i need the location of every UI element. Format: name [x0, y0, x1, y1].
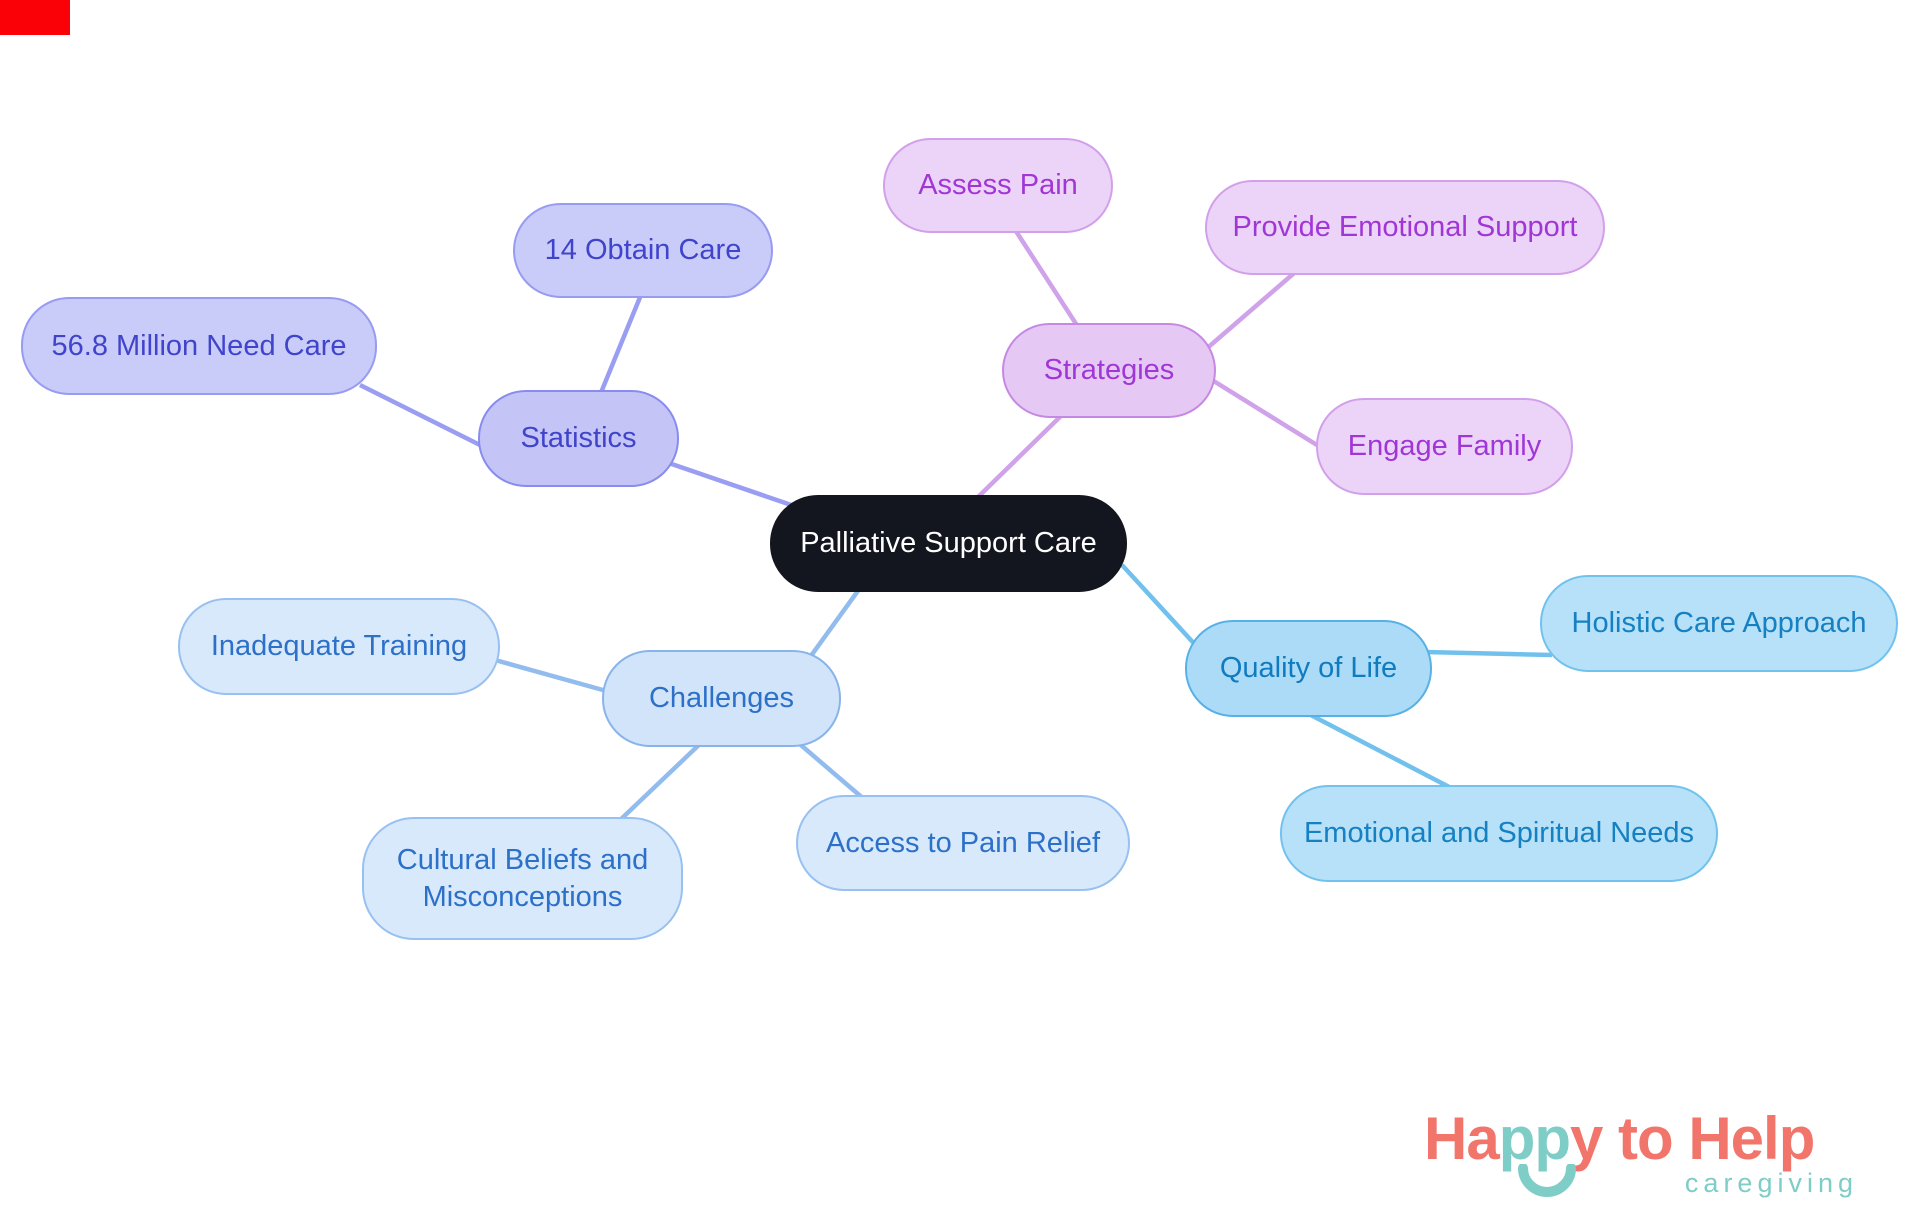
- edge-challenges-cultural-beliefs: [616, 740, 704, 824]
- node-emotional-and-spiritual-needs[interactable]: Emotional and Spiritual Needs: [1280, 785, 1718, 882]
- edge-center-challenges: [806, 586, 862, 662]
- node-label: 14 Obtain Care: [544, 234, 742, 267]
- node-holistic-care-approach[interactable]: Holistic Care Approach: [1540, 575, 1898, 672]
- edge-strategies-emotional-support: [1203, 266, 1302, 352]
- node-label: Access to Pain Relief: [825, 826, 1100, 859]
- node-provide-emotional-support[interactable]: Provide Emotional Support: [1205, 180, 1605, 275]
- logo-tagline: caregiving: [1684, 1168, 1858, 1198]
- edge-strategies-assess-pain: [1010, 223, 1082, 332]
- node-label: 56.8 Million Need Care: [51, 329, 347, 362]
- node-cultural-beliefs-and-misconceptions[interactable]: Cultural Beliefs and Misconceptions: [362, 817, 683, 940]
- node-label: Assess Pain: [918, 169, 1078, 202]
- node-inadequate-training[interactable]: Inadequate Training: [178, 598, 500, 695]
- edge-center-strategies: [973, 410, 1067, 502]
- node-statistics[interactable]: Statistics: [478, 390, 679, 487]
- node-quality-of-life[interactable]: Quality of Life: [1185, 620, 1432, 717]
- node-challenges[interactable]: Challenges: [602, 650, 841, 747]
- node-label: Quality of Life: [1219, 652, 1398, 685]
- node-label: Inadequate Training: [210, 630, 468, 663]
- node-access-to-pain-relief[interactable]: Access to Pain Relief: [796, 795, 1130, 891]
- edge-statistics-need-care: [358, 382, 492, 453]
- logo-text-coral: Ha: [1424, 1105, 1500, 1172]
- edge-challenges-inadequate-training: [494, 657, 611, 695]
- happy-to-help-logo: Happy to Help caregiving: [1424, 1104, 1864, 1204]
- edge-statistics-obtain-care: [597, 289, 646, 396]
- node-strategies[interactable]: Strategies: [1002, 323, 1216, 418]
- node-label: Palliative Support Care: [800, 527, 1097, 560]
- edge-quality-holistic: [1424, 649, 1553, 658]
- node-label: Provide Emotional Support: [1232, 211, 1578, 244]
- node-label: Cultural Beliefs and Misconceptions: [396, 844, 649, 913]
- edge-challenges-pain-relief: [793, 738, 867, 802]
- node-label: Statistics: [520, 422, 637, 455]
- node-label: Strategies: [1043, 354, 1175, 387]
- node-label: Challenges: [648, 682, 795, 715]
- node-label: Holistic Care Approach: [1571, 607, 1867, 640]
- logo-text-coral: y to Help: [1570, 1105, 1815, 1172]
- edge-center-quality-of-life: [1120, 563, 1202, 652]
- smile-icon: [1518, 1164, 1576, 1197]
- node-14-obtain-care[interactable]: 14 Obtain Care: [513, 203, 773, 298]
- edge-center-statistics: [659, 457, 801, 511]
- red-corner-marker: [0, 0, 70, 35]
- edge-quality-spiritual-needs: [1303, 710, 1457, 792]
- node-assess-pain[interactable]: Assess Pain: [883, 138, 1113, 233]
- node-label: Emotional and Spiritual Needs: [1303, 817, 1695, 850]
- node-palliative-support-care[interactable]: Palliative Support Care: [770, 495, 1127, 592]
- edge-strategies-engage-family: [1210, 378, 1327, 452]
- logo-wordmark: Happy to Help: [1424, 1104, 1864, 1173]
- logo-text-teal-pp: pp: [1498, 1105, 1571, 1172]
- node-label: Engage Family: [1347, 430, 1542, 463]
- node-56-8-million-need-care[interactable]: 56.8 Million Need Care: [21, 297, 377, 395]
- node-engage-family[interactable]: Engage Family: [1316, 398, 1573, 495]
